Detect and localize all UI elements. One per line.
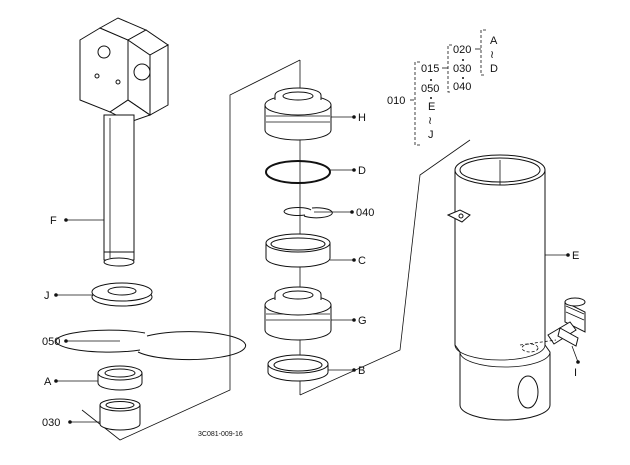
label-050: 050 [42, 336, 60, 348]
part-c-ring [265, 233, 331, 268]
tree-A: A [490, 35, 498, 47]
label-J: J [44, 290, 50, 302]
label-B: B [358, 365, 365, 377]
tree-015: 015 [421, 63, 439, 75]
label-A: A [44, 376, 52, 388]
label-H: H [358, 112, 366, 124]
part-labels: F J 050 A 030 H D 040 C G B E I [42, 112, 579, 429]
part-d-o-ring [265, 160, 331, 184]
tree-050: 050 [421, 83, 439, 95]
label-E: E [572, 250, 579, 262]
tree-E: E [428, 101, 435, 113]
label-I: I [574, 367, 577, 379]
part-i-fitting [547, 297, 586, 347]
tree-040: 040 [453, 81, 471, 93]
label-F: F [50, 215, 57, 227]
part-040-backup-ring [283, 207, 333, 219]
part-a-bushing [97, 365, 143, 391]
part-e-cylinder-tube [446, 154, 551, 421]
label-C: C [358, 255, 366, 267]
tree-020: 020 [453, 44, 471, 56]
label-040: 040 [356, 207, 374, 219]
label-G: G [358, 315, 367, 327]
tree-J: J [428, 129, 434, 141]
tree-tilde-2: ≀ [490, 49, 494, 61]
tree-010: 010 [387, 95, 405, 107]
assembly-tree: 010 015 050 E ≀ J 020 030 040 A ≀ D [387, 29, 498, 146]
leader-lines [54, 115, 580, 424]
dashed-hidden-lines [519, 339, 557, 353]
label-030: 030 [42, 417, 60, 429]
part-h-gland [264, 87, 332, 141]
piston-rod-assembly [79, 17, 169, 267]
tree-030: 030 [453, 63, 471, 75]
part-b-ring [267, 354, 329, 382]
figure-code: 3C081-009-16 [198, 431, 243, 438]
part-030-collar [99, 398, 141, 431]
part-j-wiper [91, 282, 153, 307]
part-050-snap-ring [55, 329, 247, 361]
tree-D: D [490, 63, 498, 75]
label-D: D [358, 165, 366, 177]
part-g-piston [264, 286, 332, 341]
tree-tilde-1: ≀ [428, 115, 432, 127]
